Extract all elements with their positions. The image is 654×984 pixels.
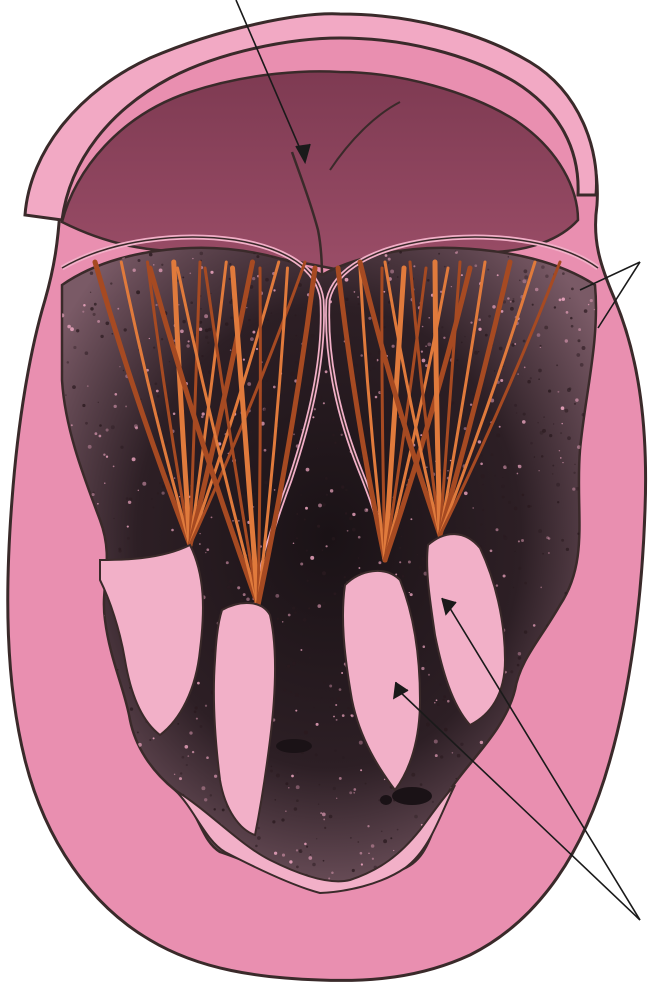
dark-foramen-2 xyxy=(392,787,432,805)
dark-foramen-1 xyxy=(276,739,312,753)
dark-foramen-3 xyxy=(380,795,392,805)
